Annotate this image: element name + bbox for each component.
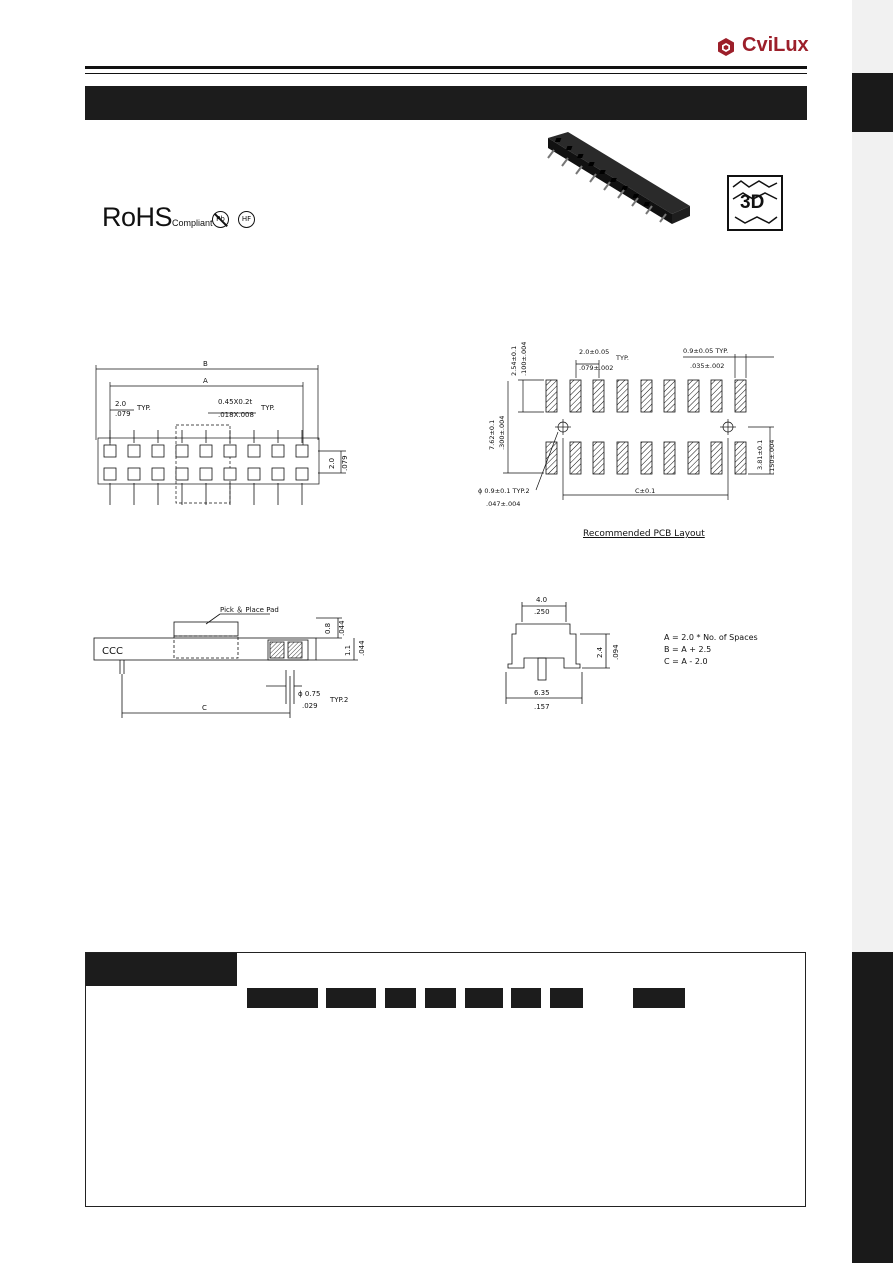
pcb-layout-caption: Recommended PCB Layout — [583, 529, 705, 539]
ccc-label: CCC — [102, 646, 123, 657]
end-view-drawing: 4.0 .250 2.4 .094 6.35 .157 — [505, 596, 620, 711]
three-d-label: 3D — [740, 192, 765, 213]
formula-c: C = A - 2.0 — [664, 657, 708, 666]
halogen-free-icon: HF — [238, 211, 255, 228]
code-segment-8 — [633, 988, 685, 1008]
dim-a-label: A — [203, 377, 208, 385]
ordering-info-box — [85, 952, 806, 1207]
header-rule-thin — [85, 73, 807, 74]
pcb-pad-in: .035±.002 — [690, 362, 724, 370]
code-segment-3 — [385, 988, 416, 1008]
side-h1-in: .044 — [338, 620, 346, 636]
end-h-in: .094 — [612, 644, 620, 660]
end-w-in: .157 — [534, 703, 550, 711]
side-h1-mm: 0.8 — [324, 623, 332, 634]
row-mm-label: 2.0 — [328, 458, 336, 469]
pin-in-label: .018X.008 — [218, 411, 254, 419]
pitch-mm-label: 2.0 — [115, 400, 126, 408]
formula-b: B = A + 2.5 — [664, 645, 712, 654]
pcb-layout-drawing: 2.54±0.1 .100±.004 2.0±0.05 .079±.002 TY… — [478, 342, 776, 508]
pin-typ-label: TYP. — [260, 404, 275, 412]
pcb-pitch-mm: 2.0±0.05 — [579, 348, 609, 356]
side-peg-typ: TYP.2 — [329, 696, 348, 704]
pin-mm-label: 0.45X0.2t — [218, 398, 253, 406]
code-segment-2 — [326, 988, 376, 1008]
pitch-in-label: .079 — [115, 410, 131, 418]
side-tab-top — [852, 73, 893, 132]
pcb-h2-mm: 7.62±0.1 — [488, 420, 496, 450]
code-segment-1 — [247, 988, 318, 1008]
side-peg-mm: ϕ 0.75 — [298, 690, 320, 698]
code-segment-4 — [425, 988, 456, 1008]
side-h2-mm: 1.1 — [344, 645, 352, 656]
rohs-label: RoHS — [102, 202, 173, 232]
pcb-h1-mm: 2.54±0.1 — [510, 346, 518, 376]
ordering-info-tab — [86, 953, 237, 986]
pcb-pad-mm: 0.9±0.05 TYP. — [683, 347, 728, 355]
top-view-drawing: B A 2.0 .079 TYP. 0.45X0.2t .018X.008 TY… — [95, 360, 349, 505]
rohs-mark: RoHSCompliant — [102, 202, 213, 233]
end-top-in: .250 — [534, 608, 550, 616]
pcb-h3-in: .150±.004 — [768, 440, 776, 474]
pcb-pitch-in: .079±.002 — [579, 364, 613, 372]
dimension-formulas: A = 2.0 * No. of Spaces B = A + 2.5 C = … — [664, 632, 758, 668]
end-top-mm: 4.0 — [536, 596, 547, 604]
side-h2-in: .044 — [358, 640, 366, 656]
product-photo — [547, 132, 690, 224]
side-tab-bottom — [852, 952, 893, 1263]
side-peg-in: .029 — [302, 702, 318, 710]
brand-name: CviLux — [742, 34, 809, 56]
formula-a: A = 2.0 * No. of Spaces — [664, 633, 758, 642]
code-segment-7 — [550, 988, 583, 1008]
pcb-hole-in: .047±.004 — [486, 500, 520, 508]
pcb-h2-in: .300±.004 — [498, 416, 506, 450]
brand-logo-icon — [718, 38, 734, 56]
pick-place-pad-label: Pick ＆ Place Pad — [220, 606, 279, 614]
pcb-hole-mm: ϕ 0.9±0.1 TYP.2 — [478, 487, 530, 495]
side-dim-c: C — [202, 704, 207, 712]
pitch-typ-label: TYP. — [136, 404, 151, 412]
code-segment-5 — [465, 988, 503, 1008]
pcb-dim-c: C±0.1 — [635, 487, 655, 495]
end-w-mm: 6.35 — [534, 689, 550, 697]
three-d-model-icon[interactable]: 3D — [727, 175, 783, 231]
pcb-h3-mm: 3.81±0.1 — [756, 440, 764, 470]
dim-b-label: B — [203, 360, 208, 368]
side-view-drawing: Pick ＆ Place Pad CCC 0.8 .044 1.1 .044 ϕ… — [93, 606, 366, 718]
title-bar — [85, 86, 807, 120]
pcb-pitch-typ: TYP. — [615, 354, 629, 362]
header-rule-thick — [85, 66, 807, 69]
end-h-mm: 2.4 — [596, 646, 604, 658]
code-segment-6 — [511, 988, 541, 1008]
pcb-h1-in: .100±.004 — [520, 342, 528, 376]
rohs-compliant-label: Compliant — [172, 218, 213, 228]
row-in-label: .079 — [341, 455, 349, 471]
